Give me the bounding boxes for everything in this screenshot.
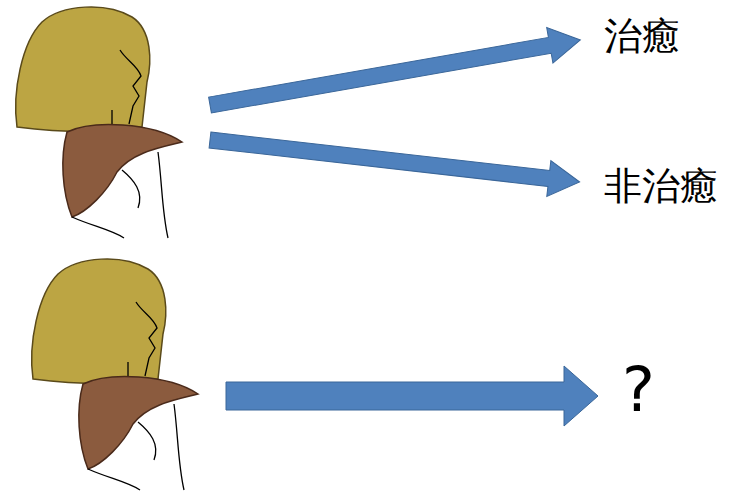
outcome-label: 治癒 xyxy=(604,16,680,58)
outcome-label: 非治癒 xyxy=(604,166,718,208)
arrow xyxy=(207,22,584,122)
patient-figure xyxy=(32,259,198,490)
outcome-label: ? xyxy=(622,356,655,424)
arrow xyxy=(226,366,598,426)
patient-figure xyxy=(16,7,182,238)
arrow xyxy=(208,122,582,200)
